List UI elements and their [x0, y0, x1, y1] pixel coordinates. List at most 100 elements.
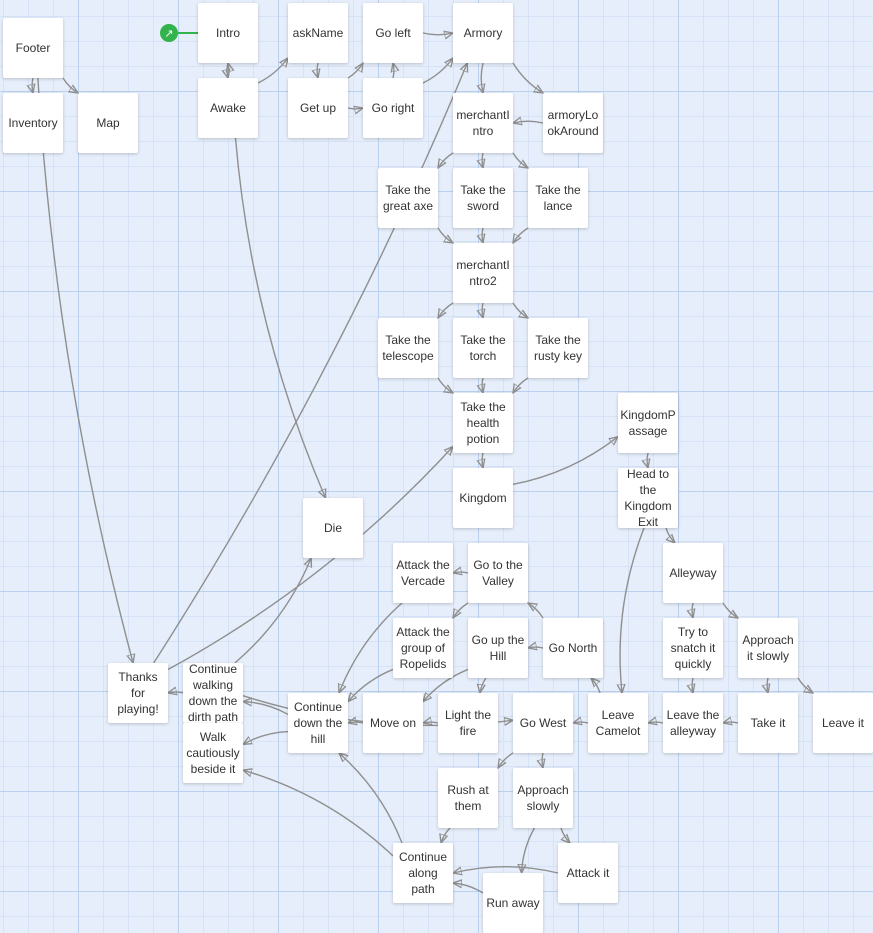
- passage-label: Take the lance: [535, 183, 581, 213]
- passage-attackvercade[interactable]: Attack the Vercade: [393, 543, 453, 603]
- passage-continuealong[interactable]: Continue along path: [393, 843, 453, 903]
- passage-alleyway[interactable]: Alleyway: [663, 543, 723, 603]
- passage-goleft[interactable]: Go left: [363, 3, 423, 63]
- passage-sword[interactable]: Take the sword: [453, 168, 513, 228]
- link-arrow: [453, 572, 469, 573]
- link-arrow: [512, 437, 618, 486]
- passage-thanks[interactable]: Thanks for playing!: [108, 663, 168, 723]
- passage-label: Intro: [215, 26, 240, 40]
- passage-walkcautiously[interactable]: Walk cautiously beside it: [183, 723, 243, 783]
- link-arrow: [482, 452, 483, 468]
- passage-label: Go right: [371, 101, 415, 115]
- passage-lance[interactable]: Take the lance: [528, 168, 588, 228]
- passage-footer[interactable]: Footer: [3, 18, 63, 78]
- passage-kingdom[interactable]: Kingdom: [453, 468, 513, 528]
- link-arrow: [339, 753, 403, 844]
- passage-label: Inventory: [8, 116, 58, 130]
- passage-map[interactable]: Map: [78, 93, 138, 153]
- passage-getup[interactable]: Get up: [288, 78, 348, 138]
- passage-gotovalley[interactable]: Go to the Valley: [468, 543, 528, 603]
- passage-inventory[interactable]: Inventory: [3, 93, 63, 153]
- passage-label: Leave the alleyway: [666, 708, 720, 738]
- passage-die[interactable]: Die: [303, 498, 363, 558]
- link-arrow: [647, 452, 648, 468]
- passage-label: Run away: [486, 896, 540, 910]
- link-arrow: [573, 722, 589, 723]
- passage-label: Attack the Vercade: [396, 558, 450, 588]
- link-arrow: [797, 677, 813, 693]
- passage-greataxe[interactable]: Take the great axe: [378, 168, 438, 228]
- link-arrow: [243, 702, 289, 716]
- passage-rushatthem[interactable]: Rush at them: [438, 768, 498, 828]
- passage-healthpotion[interactable]: Take the health potion: [453, 393, 513, 453]
- passage-label: Take it: [750, 716, 786, 730]
- link-arrow: [482, 227, 483, 243]
- passage-label: Approach slowly: [517, 783, 569, 813]
- passage-headexit[interactable]: Head to the Kingdom Exit: [618, 468, 678, 528]
- passage-torch[interactable]: Take the torch: [453, 318, 513, 378]
- passage-rustykey[interactable]: Take the rusty key: [528, 318, 588, 378]
- passage-label: Go North: [548, 641, 598, 655]
- link-arrow: [437, 377, 453, 393]
- passage-label: Take the torch: [460, 333, 506, 363]
- link-arrow: [666, 527, 675, 543]
- passage-leaveit[interactable]: Leave it: [813, 693, 873, 753]
- passage-approachslowly2[interactable]: Approach slowly: [513, 768, 573, 828]
- link-arrow: [482, 152, 483, 168]
- link-arrow: [482, 302, 483, 318]
- passage-label: Go West: [519, 716, 567, 730]
- passage-label: Try to snatch it quickly: [670, 625, 716, 671]
- passage-label: merchantIntro: [456, 108, 510, 138]
- passage-runaway[interactable]: Run away: [483, 873, 543, 933]
- passage-label: Kingdom: [459, 491, 507, 505]
- passage-label: Go up the Hill: [471, 633, 525, 663]
- passage-lightfire[interactable]: Light the fire: [438, 693, 498, 753]
- passage-attackropelids[interactable]: Attack the group of Ropelids: [393, 618, 453, 678]
- link-arrow: [722, 602, 738, 618]
- passage-leavealley[interactable]: Leave the alleyway: [663, 693, 723, 753]
- passage-label: Continue down the hill: [293, 700, 343, 746]
- passage-leavecamelot[interactable]: Leave Camelot: [588, 693, 648, 753]
- passage-gonorth[interactable]: Go North: [543, 618, 603, 678]
- link-arrow: [347, 108, 363, 109]
- link-arrow: [243, 770, 394, 857]
- passage-snatch[interactable]: Try to snatch it quickly: [663, 618, 723, 678]
- link-arrow: [437, 227, 453, 243]
- passage-label: Take the telescope: [382, 333, 434, 363]
- link-arrow: [767, 677, 768, 693]
- passage-label: Walk cautiously beside it: [186, 730, 240, 776]
- link-arrow: [620, 527, 645, 693]
- passage-label: Light the fire: [444, 708, 492, 738]
- passage-label: armoryLookAround: [547, 108, 599, 138]
- link-arrow: [243, 730, 289, 745]
- passage-telescope[interactable]: Take the telescope: [378, 318, 438, 378]
- passage-takeit[interactable]: Take it: [738, 693, 798, 753]
- link-arrow: [498, 752, 514, 768]
- passage-attackit[interactable]: Attack it: [558, 843, 618, 903]
- passage-kingdompassage[interactable]: KingdomPassage: [618, 393, 678, 453]
- link-arrow: [512, 62, 543, 93]
- passage-continuehill[interactable]: Continue down the hill: [288, 693, 348, 753]
- passage-approachslowly1[interactable]: Approach it slowly: [738, 618, 798, 678]
- passage-awake[interactable]: Awake: [198, 78, 258, 138]
- passage-merchantintro2[interactable]: merchantIntro2: [453, 243, 513, 303]
- passage-gowest[interactable]: Go West: [513, 693, 573, 753]
- passage-armory[interactable]: Armory: [453, 3, 513, 63]
- link-arrow: [512, 152, 528, 168]
- passage-label: Attack the group of Ropelids: [396, 625, 450, 671]
- passage-label: Head to the Kingdom Exit: [624, 468, 672, 528]
- passage-gouphill[interactable]: Go up the Hill: [468, 618, 528, 678]
- passage-goright[interactable]: Go right: [363, 78, 423, 138]
- link-arrow: [37, 77, 133, 663]
- link-arrow: [522, 827, 536, 873]
- passage-moveon[interactable]: Move on: [363, 693, 423, 753]
- passage-armorylookaround[interactable]: armoryLookAround: [543, 93, 603, 153]
- passage-label: Map: [96, 116, 120, 130]
- passage-merchantintro[interactable]: merchantIntro: [453, 93, 513, 153]
- passage-label: Leave it: [821, 716, 865, 730]
- link-arrow: [561, 827, 570, 843]
- passage-continuepath[interactable]: Continue walking down the dirth path: [183, 663, 243, 723]
- passage-askname[interactable]: askName: [288, 3, 348, 63]
- rocket-icon[interactable]: ↗: [160, 24, 178, 42]
- passage-intro[interactable]: Intro: [198, 3, 258, 63]
